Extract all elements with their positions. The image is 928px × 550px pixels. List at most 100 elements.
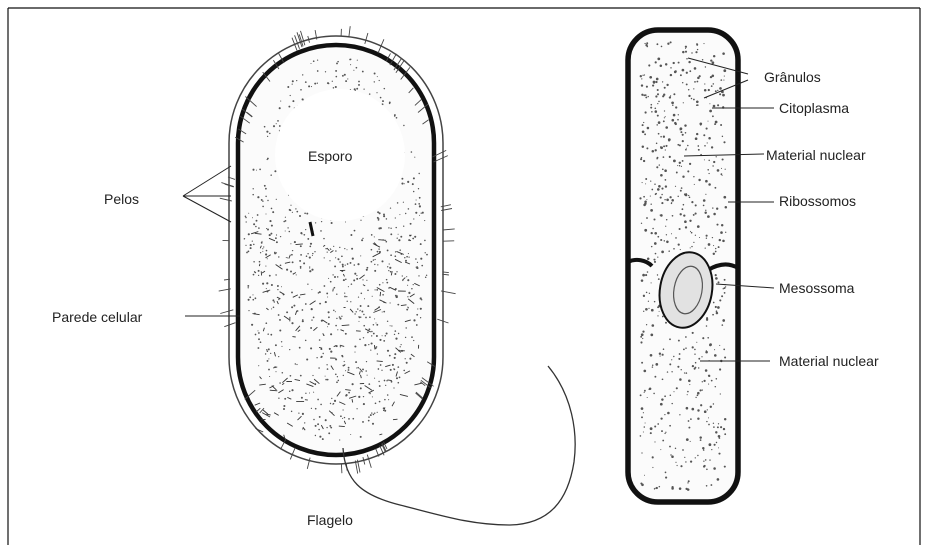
stipple-dot bbox=[276, 234, 277, 235]
stipple-dot bbox=[311, 319, 312, 320]
stipple-dot bbox=[699, 389, 701, 391]
stipple-dot bbox=[675, 448, 676, 449]
stipple-dot bbox=[383, 340, 385, 342]
stipple-dot bbox=[668, 138, 671, 141]
stipple-dot bbox=[708, 89, 710, 91]
stipple-dot bbox=[327, 296, 328, 297]
stipple-dot bbox=[644, 392, 645, 393]
stipple-dot bbox=[645, 111, 647, 113]
stipple-dot bbox=[713, 423, 714, 424]
stipple-dot bbox=[339, 316, 341, 318]
stipple-dot bbox=[305, 229, 306, 230]
stipple-dot bbox=[316, 357, 317, 358]
stipple-dot bbox=[697, 409, 699, 411]
stipple-dot bbox=[649, 76, 652, 79]
stipple-dot bbox=[313, 60, 315, 62]
stipple-dot bbox=[682, 134, 684, 136]
stipple-dot bbox=[662, 354, 664, 356]
stipple-dot bbox=[342, 356, 343, 357]
stipple-dot bbox=[395, 295, 397, 297]
stipple-dot bbox=[419, 205, 421, 207]
stipple-dot bbox=[723, 141, 725, 143]
stipple-dot bbox=[685, 347, 687, 349]
stipple-dot bbox=[394, 334, 395, 335]
stipple-dot bbox=[692, 332, 694, 334]
stipple-dot bbox=[696, 104, 697, 105]
stipple-dot bbox=[722, 240, 725, 243]
stipple-dot bbox=[373, 414, 375, 416]
stipple-dot bbox=[262, 251, 263, 252]
stipple-dot bbox=[335, 86, 337, 88]
stipple-dot bbox=[272, 299, 274, 301]
stipple-dot bbox=[671, 101, 674, 104]
stipple-dot bbox=[694, 184, 695, 185]
stipple-dot bbox=[289, 231, 291, 233]
stipple-dot bbox=[347, 78, 348, 79]
stipple-dot bbox=[655, 488, 656, 489]
stipple-dot bbox=[422, 212, 424, 214]
stipple-dot bbox=[375, 289, 376, 290]
stipple-dot bbox=[348, 367, 350, 369]
stipple-dot bbox=[708, 417, 709, 418]
stipple-dot bbox=[396, 271, 397, 272]
stipple-dot bbox=[720, 79, 722, 81]
stipple-dot bbox=[307, 284, 308, 285]
stipple-dot bbox=[719, 93, 721, 95]
stipple-dot bbox=[271, 225, 273, 227]
stipple-dot bbox=[395, 330, 397, 332]
stipple-dot bbox=[658, 121, 661, 124]
stipple-dot bbox=[688, 61, 690, 63]
stipple-dot bbox=[691, 246, 692, 247]
stipple-dot bbox=[421, 299, 422, 300]
stipple-dot bbox=[664, 395, 666, 397]
stipple-dot bbox=[343, 409, 344, 410]
stipple-dot bbox=[257, 330, 258, 331]
stipple-dot bbox=[650, 432, 652, 434]
stipple-dot bbox=[368, 416, 370, 418]
label-flagelo: Flagelo bbox=[307, 512, 353, 528]
stipple-dot bbox=[643, 94, 645, 96]
stipple-dot bbox=[702, 381, 703, 382]
stipple-dot bbox=[703, 449, 704, 450]
label-mesossoma: Mesossoma bbox=[779, 280, 854, 296]
stipple-dot bbox=[704, 211, 706, 213]
stipple-dot bbox=[252, 194, 254, 196]
stipple-dot bbox=[388, 227, 389, 228]
stipple-dot bbox=[395, 227, 396, 228]
stipple-dot bbox=[386, 282, 388, 284]
stipple-dot bbox=[693, 242, 694, 243]
stipple-dot bbox=[263, 246, 264, 247]
stipple-dot bbox=[680, 249, 681, 250]
stipple-dot bbox=[698, 367, 699, 368]
stipple-dot bbox=[273, 125, 275, 127]
stipple-dot bbox=[671, 359, 672, 360]
stipple-dot bbox=[343, 279, 345, 281]
stipple-dot bbox=[669, 96, 671, 98]
stipple-dot bbox=[723, 80, 724, 81]
stipple-dot bbox=[719, 239, 721, 241]
stipple-dot bbox=[651, 309, 654, 312]
label-material-nuclear-1: Material nuclear bbox=[766, 147, 866, 163]
stipple-dot bbox=[374, 412, 375, 413]
stipple-dot bbox=[332, 274, 333, 275]
stipple-dot bbox=[661, 202, 663, 204]
stipple-dot bbox=[278, 299, 279, 300]
stipple-dot bbox=[314, 83, 316, 85]
stipple-dot bbox=[655, 81, 657, 83]
stipple-dot bbox=[398, 382, 400, 384]
stipple-dot bbox=[360, 305, 362, 307]
stipple-dot bbox=[688, 480, 690, 482]
stipple-dot bbox=[382, 311, 383, 312]
stipple-dot bbox=[252, 241, 253, 242]
stipple-dot bbox=[299, 215, 301, 217]
stipple-dot bbox=[685, 226, 687, 228]
stipple-dot bbox=[664, 199, 665, 200]
stipple-dot bbox=[280, 236, 281, 237]
stipple-dot bbox=[258, 332, 260, 334]
stipple-dot bbox=[712, 237, 713, 238]
stipple-dot bbox=[300, 89, 302, 91]
stipple-dot bbox=[360, 255, 361, 256]
stipple-dot bbox=[646, 217, 648, 219]
stipple-dot bbox=[651, 324, 654, 327]
stipple-dot bbox=[709, 459, 710, 460]
